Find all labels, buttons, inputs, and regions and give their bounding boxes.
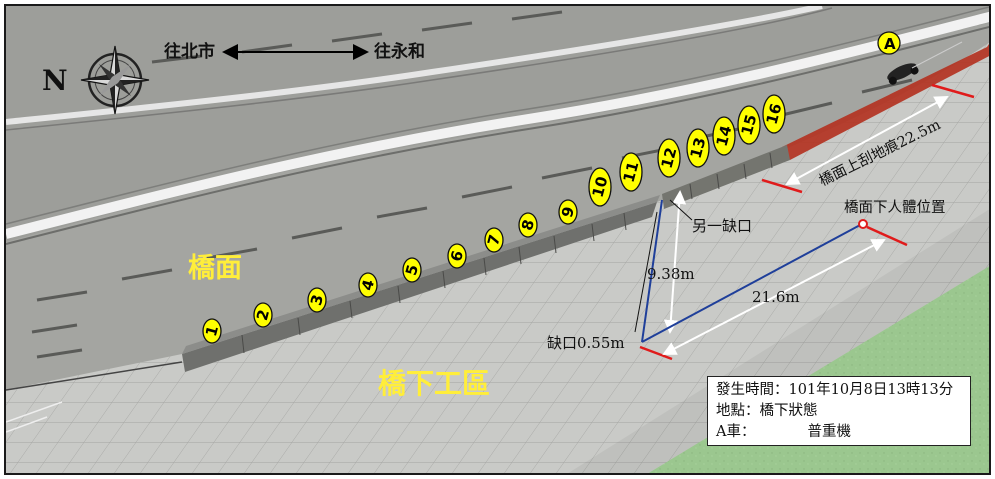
red-position-markers xyxy=(639,83,975,361)
place-value: 橋下狀態 xyxy=(759,403,818,419)
barrier-marker-15 xyxy=(737,105,761,145)
barrier-marker-2 xyxy=(253,302,273,328)
barrier-number-10: 10 xyxy=(589,175,612,200)
time-value: 101年10月8日13時13分 xyxy=(788,382,954,398)
body-position-label: 橋面下人體位置 xyxy=(844,199,946,216)
barrier-marker-5 xyxy=(402,257,422,283)
compass-rose-icon xyxy=(80,45,150,115)
barrier-number-3: 3 xyxy=(307,293,327,308)
barrier-number-16: 16 xyxy=(763,102,786,127)
barrier-marker-11 xyxy=(619,152,643,192)
place-label: 地點： xyxy=(716,403,760,419)
vehicle-label: A車： xyxy=(716,424,756,440)
incident-info-box: 發生時間：101年10月8日13時13分 地點：橋下狀態 A車： 普重機 xyxy=(707,376,971,446)
vehicle-a-marker xyxy=(877,31,901,55)
barrier-number-2: 2 xyxy=(253,308,273,323)
direction-left-text: 往北市 xyxy=(164,41,215,62)
diagonal-distance-line xyxy=(662,239,886,355)
barrier-marker-6 xyxy=(447,243,467,269)
blue-triangle-lines xyxy=(641,199,863,343)
barrier-number-12: 12 xyxy=(658,146,681,171)
vehicle-value: 普重機 xyxy=(807,424,851,440)
barrier-marker-12 xyxy=(657,138,681,178)
gap-main-label: 缺口0.55m xyxy=(547,334,625,352)
barrier-number-6: 6 xyxy=(447,249,467,264)
diagonal-distance-label: 21.6m xyxy=(752,288,800,306)
vehicle-a-label: A xyxy=(884,35,896,53)
direction-right-text: 往永和 xyxy=(374,41,425,62)
barrier-marker-13 xyxy=(686,128,710,168)
vertical-distance-label: 9.38m xyxy=(647,265,695,283)
barrier-number-4: 4 xyxy=(358,278,378,293)
barrier-marker-14 xyxy=(712,116,736,156)
barrier-marker-3 xyxy=(307,287,327,313)
barrier-number-14: 14 xyxy=(713,124,736,149)
barrier-number-7: 7 xyxy=(484,233,504,248)
north-letter: N xyxy=(42,64,68,97)
barrier-marker-9 xyxy=(558,199,578,225)
scene-svg: N 往北市 往永和 A 橋面 橋下工區 缺口0.55m 另一缺口 xyxy=(6,6,989,473)
under-bridge-label: 橋下工區 xyxy=(378,367,490,400)
median-barrier xyxy=(6,11,989,239)
time-label: 發生時間： xyxy=(716,382,789,398)
accident-diagram: N 往北市 往永和 A 橋面 橋下工區 缺口0.55m 另一缺口 xyxy=(4,4,991,475)
barrier-number-8: 8 xyxy=(518,218,538,233)
motorcycle-icon xyxy=(887,63,919,85)
barrier-number-9: 9 xyxy=(558,205,578,220)
barrier-marker-16 xyxy=(762,94,786,134)
barrier-marker-10 xyxy=(588,167,612,207)
barrier-marker-1 xyxy=(202,318,222,344)
barrier-number-15: 15 xyxy=(738,113,761,138)
body-position-icon xyxy=(858,219,868,229)
barrier-marker-8 xyxy=(518,212,538,238)
barrier-marker-4 xyxy=(358,272,378,298)
barrier-number-1: 1 xyxy=(202,324,222,339)
barrier-marker-7 xyxy=(484,227,504,253)
barrier-number-5: 5 xyxy=(402,263,422,278)
scrape-length-line xyxy=(785,96,949,185)
bridge-deck-label: 橋面 xyxy=(188,253,242,284)
gap-other-label: 另一缺口 xyxy=(692,217,752,235)
barrier-number-11: 11 xyxy=(620,160,643,185)
upper-curb xyxy=(6,6,823,125)
barrier-number-13: 13 xyxy=(687,136,710,161)
